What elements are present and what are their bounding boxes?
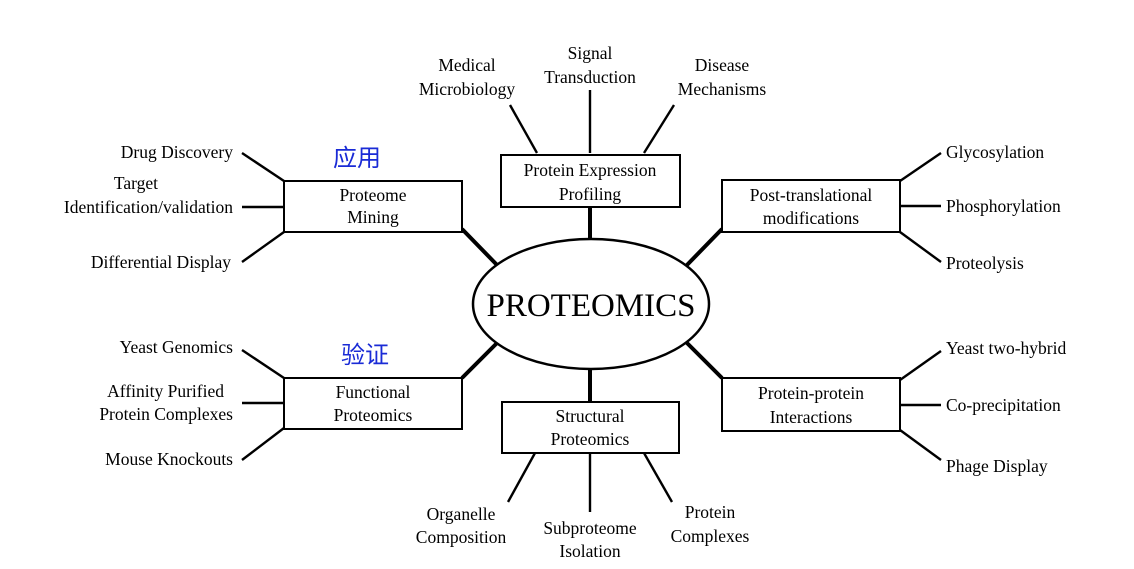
leaf-label: Co-precipitation — [946, 395, 1061, 415]
leaf-label: Disease — [695, 55, 750, 75]
leaf-label: Phage Display — [946, 456, 1048, 476]
leaves-ppi: Yeast two-hybrid Co-precipitation Phage … — [946, 338, 1066, 476]
node-title-line: Protein Expression — [524, 160, 657, 180]
annotation-validation: 验证 — [341, 341, 389, 369]
leaf-label: Identification/validation — [64, 197, 233, 217]
node-box — [283, 180, 463, 233]
leaf-label: Phosphorylation — [946, 196, 1061, 216]
node-title-line: Proteomics — [334, 405, 413, 425]
annotation-application: 应用 — [333, 144, 381, 172]
leaf-line — [642, 104, 676, 154]
leaf-label: Microbiology — [419, 79, 515, 99]
hub-connectors — [460, 207, 724, 402]
connector-mining — [460, 227, 500, 268]
node-title-line: Proteome — [339, 185, 406, 205]
leaf-label: Protein Complexes — [99, 404, 233, 424]
node-ppi: Protein-protein Interactions — [721, 377, 901, 432]
leaf-label: Composition — [416, 527, 507, 547]
node-box — [283, 377, 463, 430]
leaf-label: Mouse Knockouts — [105, 449, 233, 469]
center-ellipse — [471, 237, 711, 371]
leaf-line — [899, 152, 942, 182]
leaf-label: Organelle — [427, 504, 496, 524]
leaf-label: Target — [114, 173, 158, 193]
leaf-label: Proteolysis — [946, 253, 1024, 273]
leaf-label: Signal — [568, 43, 613, 63]
leaf-label: Complexes — [671, 526, 750, 546]
leaf-line — [241, 349, 285, 379]
leaf-label: Transduction — [544, 67, 636, 87]
leaf-line — [241, 427, 285, 461]
leaf-label: Mechanisms — [678, 79, 767, 99]
center-label: PROTEOMICS — [486, 288, 695, 324]
leaf-label: Isolation — [559, 541, 620, 561]
node-mining: Proteome Mining — [283, 180, 463, 233]
leaf-line — [899, 231, 942, 263]
leaves-mining: Drug Discovery Target Identification/val… — [64, 142, 233, 272]
leaf-line — [899, 429, 942, 461]
connector-ptm — [684, 227, 724, 268]
connector-ppi — [684, 340, 724, 380]
leaves-ptm: Glycosylation Phosphorylation Proteolysi… — [946, 142, 1061, 273]
node-box — [500, 154, 681, 208]
leaf-line — [508, 104, 539, 154]
leaf-line — [241, 231, 285, 263]
node-functional: Functional Proteomics — [283, 377, 463, 430]
leaf-label: Glycosylation — [946, 142, 1044, 162]
leaf-label: Yeast Genomics — [120, 337, 234, 357]
leaf-label: Differential Display — [91, 252, 231, 272]
node-expression: Protein Expression Profiling — [500, 154, 681, 208]
connector-functional — [460, 340, 500, 380]
leaf-label: Drug Discovery — [121, 142, 234, 162]
node-title-line: modifications — [763, 208, 859, 228]
leaf-connectors — [241, 90, 942, 512]
node-title-line: Profiling — [559, 184, 621, 204]
node-title-line: Proteomics — [551, 429, 630, 449]
center-node: PROTEOMICS — [471, 237, 711, 371]
leaf-line — [899, 350, 942, 381]
annotations: 应用 验证 — [333, 144, 389, 369]
leaf-line — [241, 152, 285, 182]
node-title-line: Post-translational — [750, 185, 873, 205]
leaves-structural: Organelle Composition Subproteome Isolat… — [416, 502, 750, 561]
leaves-functional: Yeast Genomics Affinity Purified Protein… — [99, 337, 233, 469]
node-ptm: Post-translational modifications — [721, 179, 901, 233]
node-box — [501, 401, 680, 454]
node-box — [721, 179, 901, 233]
node-title-line: Structural — [555, 406, 624, 426]
leaf-label: Medical — [438, 55, 495, 75]
leaf-line — [642, 452, 674, 503]
leaves-expression: Medical Microbiology Signal Transduction… — [419, 43, 767, 99]
leaf-label: Protein — [685, 502, 736, 522]
leaf-line — [506, 452, 537, 503]
node-title-line: Functional — [336, 382, 411, 402]
node-box — [721, 377, 901, 432]
node-structural: Structural Proteomics — [501, 401, 680, 454]
leaf-label: Subproteome — [543, 518, 637, 538]
node-title-line: Interactions — [770, 407, 853, 427]
leaf-label: Affinity Purified — [107, 381, 224, 401]
leaf-label: Yeast two-hybrid — [946, 338, 1066, 358]
node-title-line: Mining — [347, 207, 399, 227]
node-title-line: Protein-protein — [758, 383, 864, 403]
